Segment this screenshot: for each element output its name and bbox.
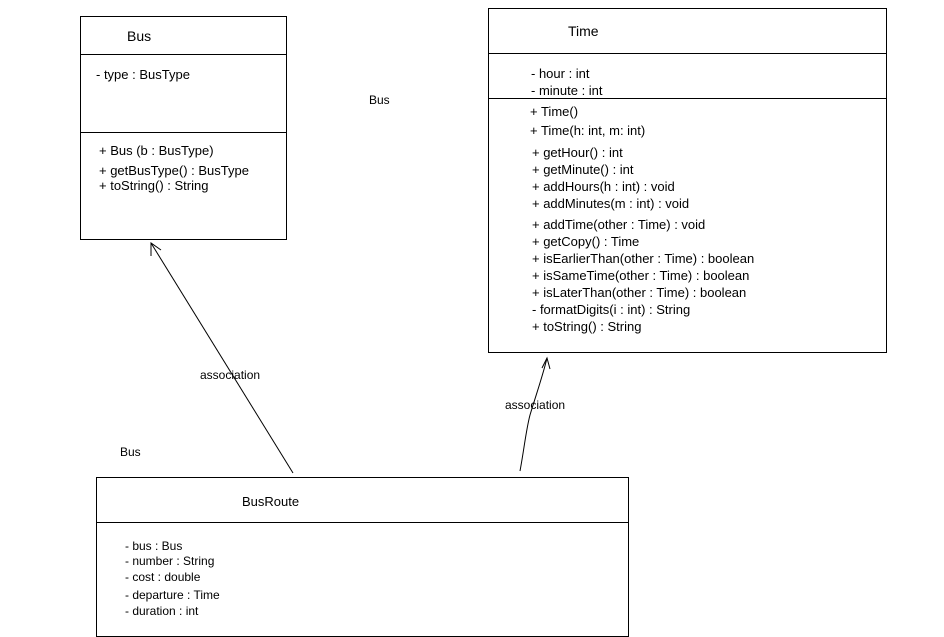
class-time[interactable]: Time - hour : int - minute : int + Time(… xyxy=(488,8,887,353)
method: + Time() xyxy=(530,104,579,119)
class-name: Time xyxy=(568,23,599,39)
method: + isLaterThan(other : Time) : boolean xyxy=(532,285,747,300)
association-arrows xyxy=(150,242,551,474)
class-busroute[interactable]: BusRoute - bus : Bus - number : String -… xyxy=(96,477,629,637)
attribute: - departure : Time xyxy=(125,588,220,602)
method: + addMinutes(m : int) : void xyxy=(532,196,690,211)
method: + toString() : String xyxy=(532,319,642,334)
method: + isSameTime(other : Time) : boolean xyxy=(532,268,750,283)
attribute: - hour : int xyxy=(531,66,590,81)
method: + addHours(h : int) : void xyxy=(532,179,675,194)
attribute: - cost : double xyxy=(125,570,201,584)
divider xyxy=(489,98,886,99)
class-name: Bus xyxy=(127,28,152,44)
association-label: association xyxy=(200,368,261,382)
method: + getBusType() : BusType xyxy=(99,163,249,178)
class-bus[interactable]: Bus - type : BusType + Bus (b : BusType)… xyxy=(80,16,287,240)
divider xyxy=(489,53,886,54)
association-line-busroute-bus xyxy=(150,242,294,474)
class-name: BusRoute xyxy=(242,494,300,509)
attribute: - bus : Bus xyxy=(125,539,183,553)
method: + getHour() : int xyxy=(532,145,623,160)
divider xyxy=(97,522,628,523)
method: + isEarlierThan(other : Time) : boolean xyxy=(532,251,755,266)
floating-label: Bus xyxy=(369,93,390,107)
attribute: - duration : int xyxy=(125,604,199,618)
method: + Bus (b : BusType) xyxy=(99,143,214,158)
method: + Time(h: int, m: int) xyxy=(530,123,646,138)
divider xyxy=(81,132,286,133)
association-label: association xyxy=(505,398,566,412)
attribute: - type : BusType xyxy=(96,67,190,82)
divider xyxy=(81,54,286,55)
method: + toString() : String xyxy=(99,178,209,193)
method: - formatDigits(i : int) : String xyxy=(532,302,691,317)
association-line-busroute-time xyxy=(519,357,548,472)
method: + getMinute() : int xyxy=(532,162,634,177)
method: + addTime(other : Time) : void xyxy=(532,217,706,232)
attribute: - number : String xyxy=(125,554,215,568)
attribute: - minute : int xyxy=(531,83,603,98)
floating-label: Bus xyxy=(120,445,141,459)
arrowhead-bus xyxy=(150,242,162,256)
arrowhead-time xyxy=(541,356,551,370)
method: + getCopy() : Time xyxy=(532,234,640,249)
